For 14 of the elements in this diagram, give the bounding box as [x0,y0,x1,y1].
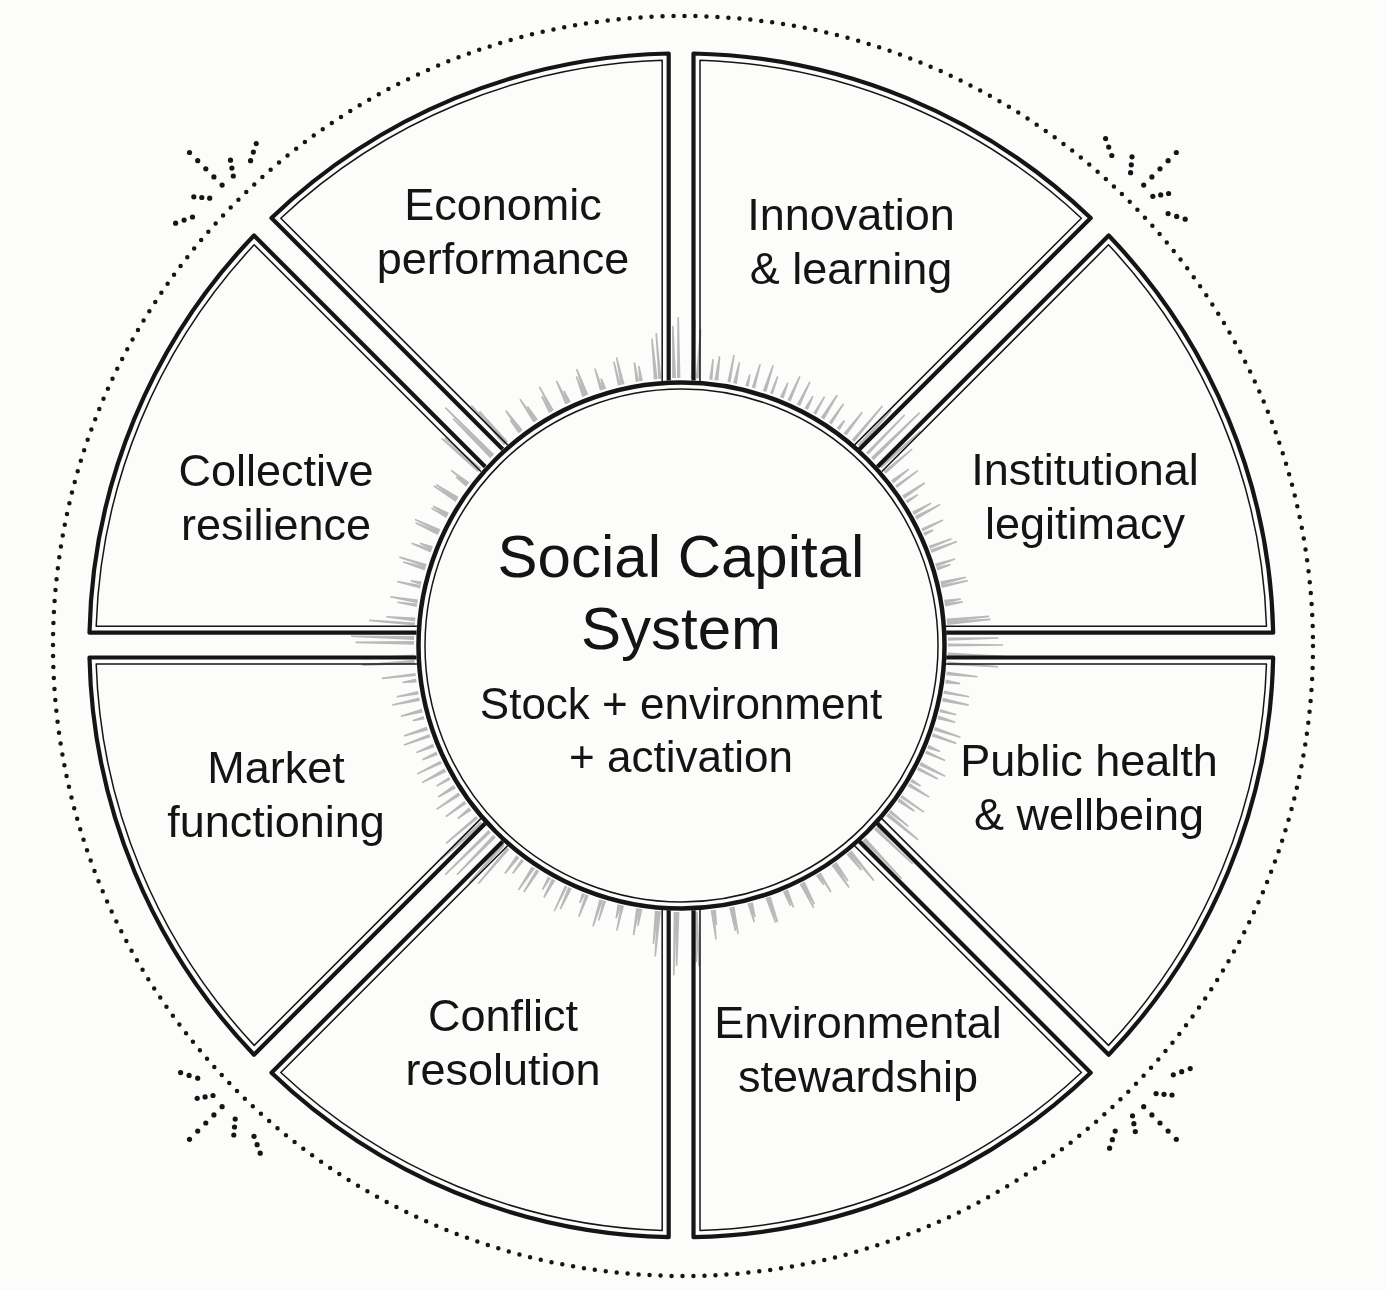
wheel-segment [268,50,671,452]
segment-label: Market functioning [166,741,386,849]
segment-label: Conflict resolution [404,989,602,1097]
segment-label: Collective resilience [177,444,375,552]
center-title: Social Capital System [496,522,866,664]
segment-label: Economic performance [375,178,631,286]
segment-label: Innovation & learning [746,188,956,296]
wheel-segment [691,838,1094,1240]
segment-label: Public health & wellbeing [959,734,1219,842]
segment-label: Environmental stewardship [713,996,1003,1104]
center-subtitle: Stock + environment + activation [478,678,884,783]
center-circle [415,379,947,911]
segment-label: Institutional legitimacy [970,443,1200,551]
wheel-segment [691,50,1094,452]
